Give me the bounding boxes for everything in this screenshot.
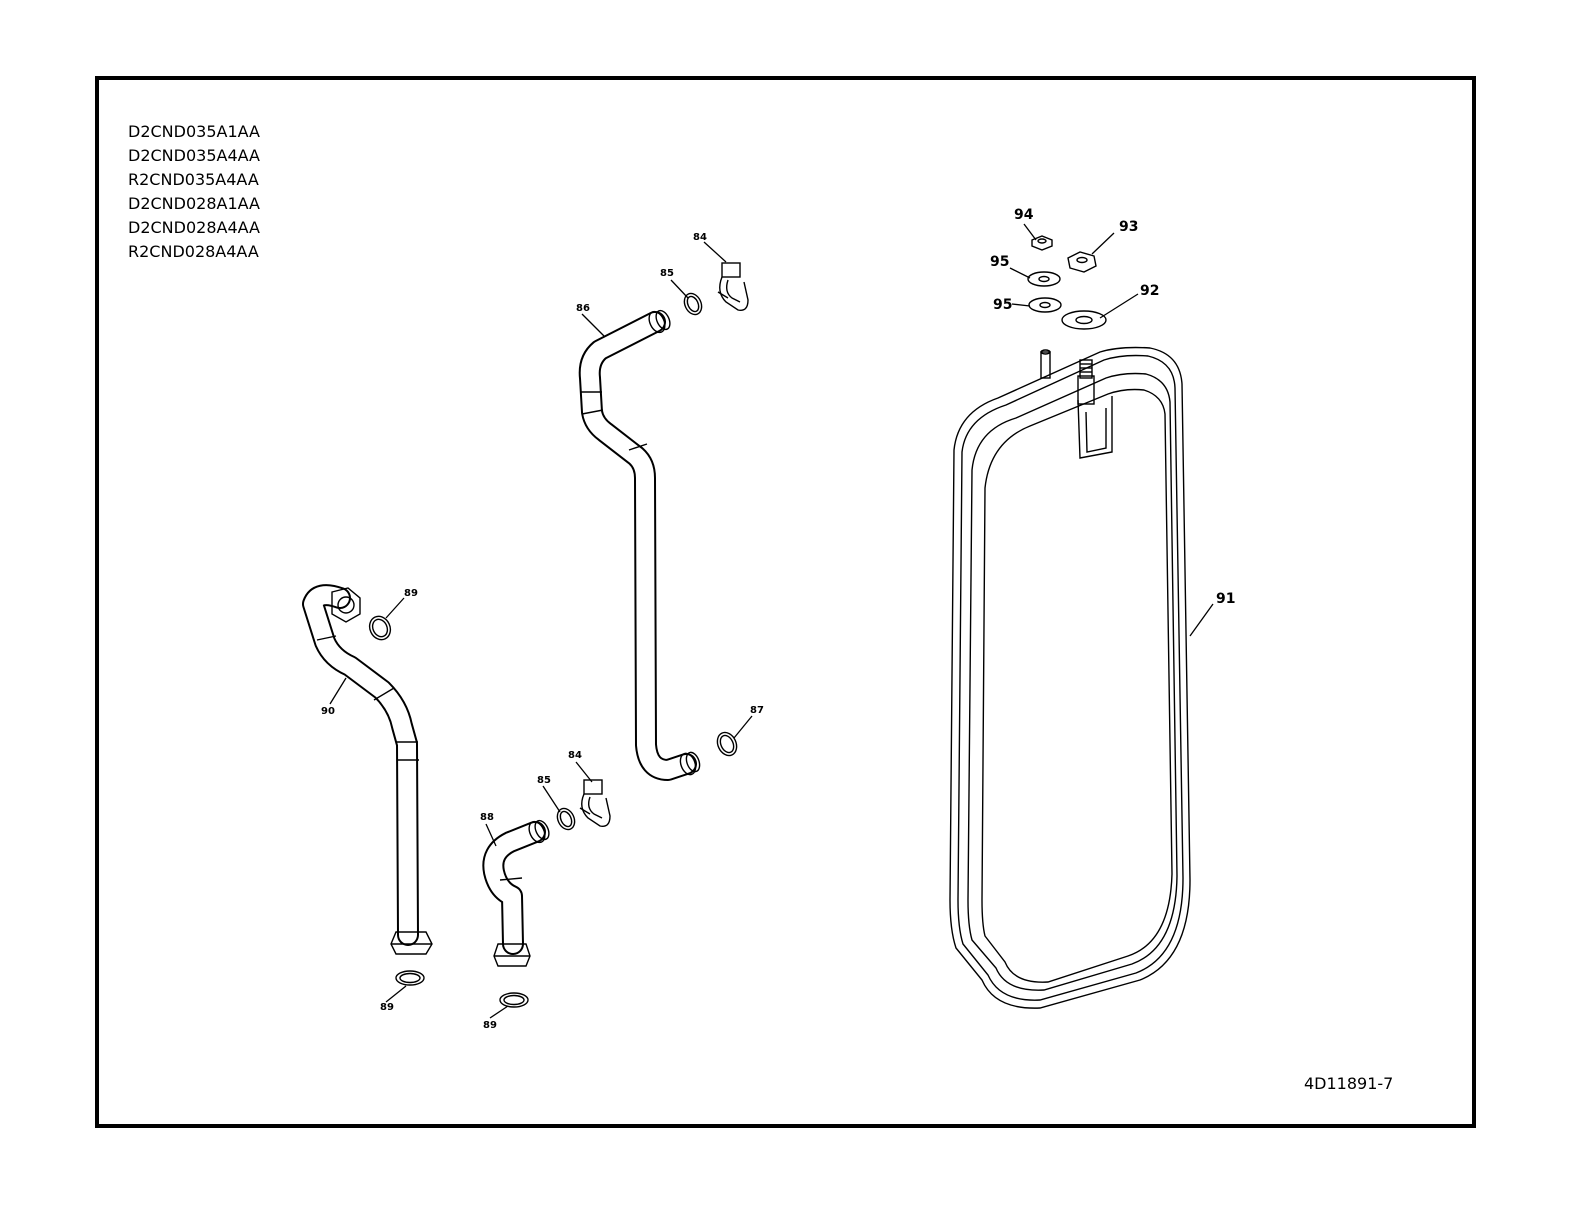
clip-84a xyxy=(717,262,749,311)
callout-94: 94 xyxy=(1014,207,1034,223)
washer-95b xyxy=(1028,297,1062,313)
oring-87 xyxy=(716,731,738,757)
callout-labels: 84 85 86 87 84 85 88 89 89 89 90 91 92 9… xyxy=(321,207,1235,1031)
model-code: D2CND028A4AA xyxy=(128,218,260,237)
callout-95: 95 xyxy=(993,297,1012,313)
leader-lines xyxy=(329,223,1214,1019)
seal-rings xyxy=(368,292,738,1008)
callout-89: 89 xyxy=(483,1020,497,1031)
nut-93 xyxy=(1067,251,1097,273)
pipe-90 xyxy=(302,584,433,955)
tank-91 xyxy=(949,346,1191,1009)
model-code: D2CND035A4AA xyxy=(128,146,260,165)
callout-84: 84 xyxy=(693,232,707,243)
callout-93: 93 xyxy=(1119,219,1138,235)
washer-92 xyxy=(1061,310,1107,330)
callout-84: 84 xyxy=(568,750,582,761)
oring-85a xyxy=(683,292,703,316)
gasket-89c xyxy=(499,992,529,1008)
model-list: D2CND035A1AA D2CND035A4AA R2CND035A4AA D… xyxy=(128,120,260,264)
model-code: D2CND028A1AA xyxy=(128,194,260,213)
callout-90: 90 xyxy=(321,706,335,717)
pipe-88 xyxy=(482,819,550,967)
callout-85: 85 xyxy=(660,268,674,279)
callout-85: 85 xyxy=(537,775,551,786)
callout-87: 87 xyxy=(750,705,764,716)
model-code: R2CND028A4AA xyxy=(128,242,259,261)
callout-89: 89 xyxy=(380,1002,394,1013)
callout-89: 89 xyxy=(404,588,418,599)
gasket-89b xyxy=(395,970,425,986)
drawing-number: 4D11891-7 xyxy=(1304,1074,1394,1093)
washer-95a xyxy=(1027,271,1061,287)
model-code: R2CND035A4AA xyxy=(128,170,259,189)
callout-86: 86 xyxy=(576,303,590,314)
callout-91: 91 xyxy=(1216,591,1235,607)
clip-84b xyxy=(579,779,611,827)
oring-85b xyxy=(556,807,576,831)
tank-hardware xyxy=(1027,235,1107,330)
callout-92: 92 xyxy=(1140,283,1159,299)
model-code: D2CND035A1AA xyxy=(128,122,260,141)
callout-95: 95 xyxy=(990,254,1009,270)
gasket-89a xyxy=(368,615,392,641)
callout-88: 88 xyxy=(480,812,494,823)
pipe-86 xyxy=(578,309,701,781)
drawing-frame xyxy=(95,76,1476,1128)
nut-94 xyxy=(1031,235,1053,251)
